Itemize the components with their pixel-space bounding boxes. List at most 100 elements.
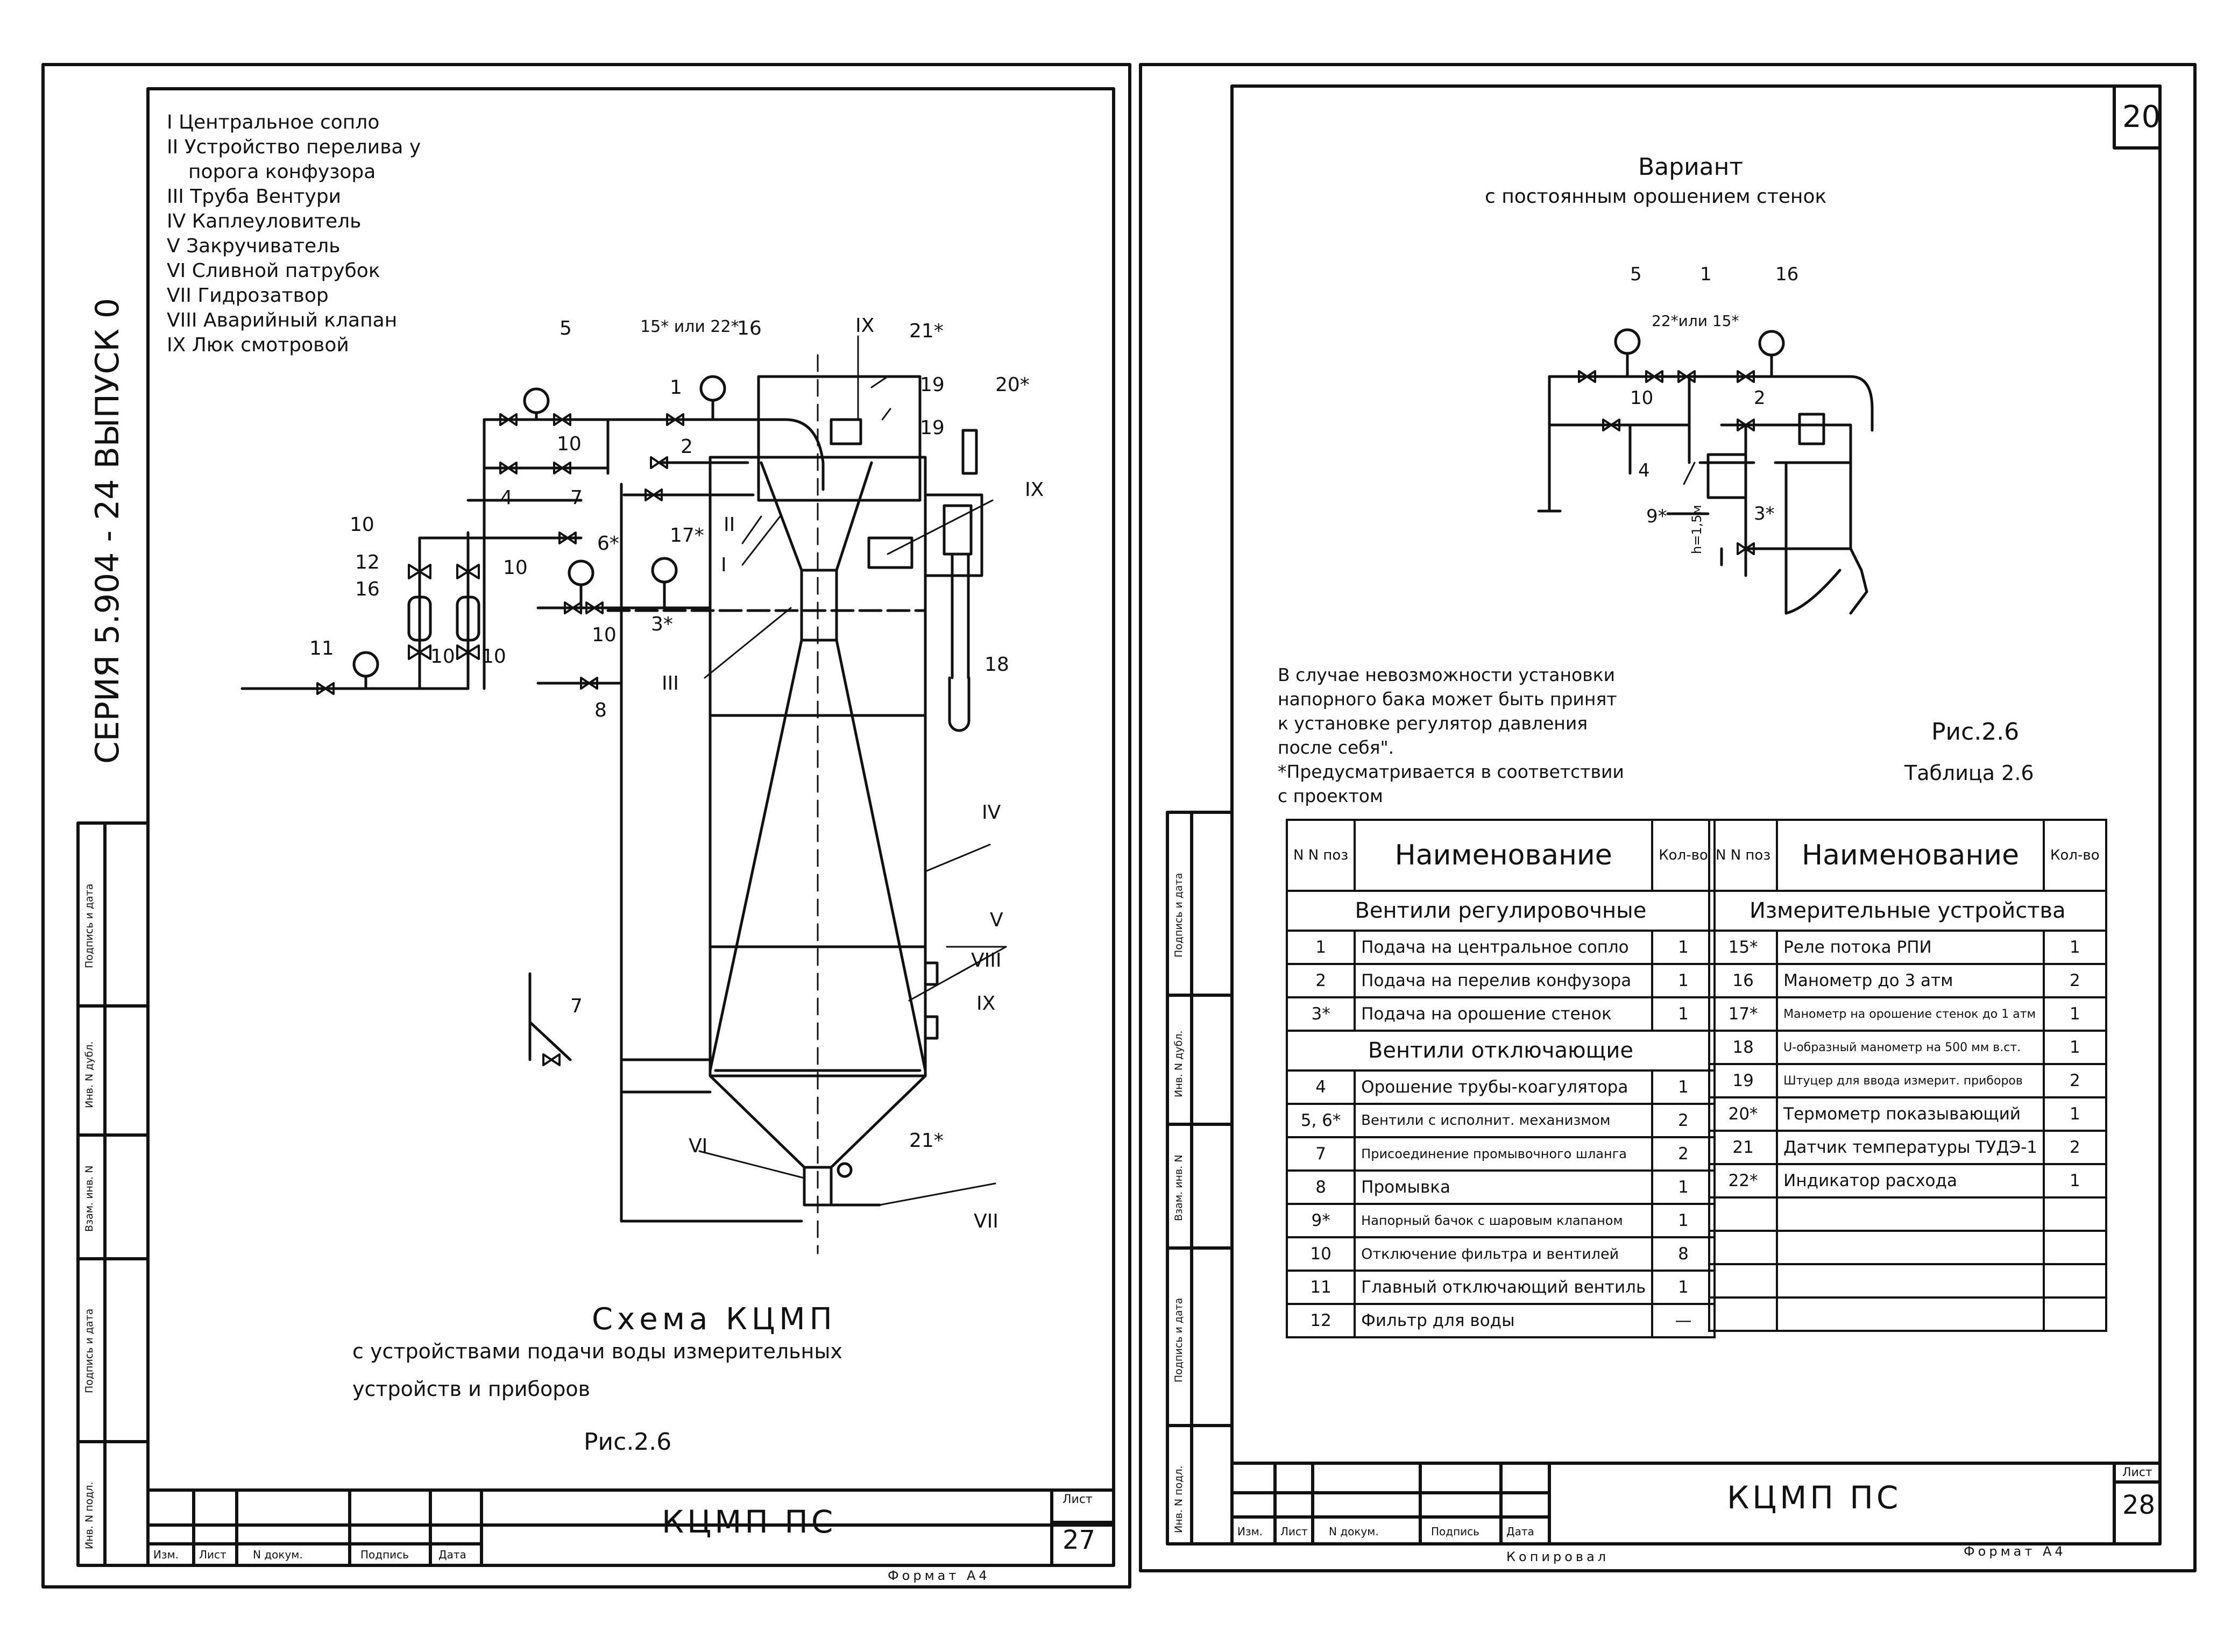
callout: 10 [503, 557, 528, 579]
variant-schematic [1537, 328, 1874, 615]
note-line: напорного бака может быть принят [1278, 689, 1617, 710]
callout: 16 [355, 578, 380, 600]
callout: IV [982, 802, 1001, 824]
col-pos-header: N N поз [1285, 819, 1356, 892]
stamp-col: Изм. [1237, 1525, 1263, 1538]
stamp-col: Подпись [360, 1548, 409, 1561]
callout: I [721, 554, 727, 576]
stamp-col: Дата [438, 1548, 466, 1561]
callout: 15* или 22* [640, 317, 739, 336]
callout: 1 [1700, 264, 1712, 285]
legend-item: I Центральное сопло [167, 111, 380, 133]
table-row [1708, 1230, 2107, 1265]
side-stamp-cell: Подпись и дата [83, 883, 95, 968]
legend-item: III Труба Вентури [167, 186, 342, 208]
table-row [1708, 1196, 2107, 1232]
col-name-header: Наименование [1776, 819, 2045, 892]
note-line: с проектом [1278, 785, 1383, 806]
stamp-title: КЦМП ПС [1727, 1479, 1902, 1516]
stamp-col: N докум. [1329, 1525, 1379, 1538]
callout: II [724, 514, 735, 536]
side-stamp-cell: Инв. N дубл. [1173, 1030, 1185, 1097]
col-qty-header: Кол-во [1651, 819, 1716, 892]
callout: 21* [909, 1130, 944, 1152]
group-title: Измерительные устройства [1708, 890, 2107, 932]
variant-title: Вариант [1638, 153, 1744, 181]
group-title: Вентили отключающие [1286, 1030, 1716, 1072]
callout: 4 [500, 487, 513, 509]
callout: 10 [350, 514, 374, 536]
callout: 19 [920, 374, 945, 396]
legend-item: VII Гидрозатвор [167, 285, 329, 307]
caption-line-2: устройств и приборов [352, 1377, 590, 1401]
caption-title: Схема КЦМП [592, 1302, 837, 1337]
legend-item: VIII Аварийный клапан [167, 309, 398, 331]
table-row [1708, 1296, 2107, 1332]
callout: 10 [481, 646, 506, 668]
side-stamp-cell: Инв. N подл. [1173, 1465, 1185, 1533]
stamp-col: Лист [1280, 1525, 1308, 1538]
col-pos-header: N N поз [1708, 819, 1779, 892]
legend-item: VI Сливной патрубок [167, 260, 380, 282]
side-stamp-cell: Подпись и дата [83, 1308, 95, 1393]
callout: 19 [920, 417, 945, 439]
scrubber-schematic [240, 335, 1007, 1254]
caption-line-1: с устройствами подачи воды измерительных [352, 1339, 842, 1363]
table-row [1708, 1263, 2107, 1299]
callout: V [990, 909, 1003, 931]
callout: 1 [670, 377, 682, 399]
callout: 22*или 15* [1652, 312, 1739, 330]
side-stamp-cell: Взам. инв. N [83, 1165, 95, 1232]
callout: 11 [309, 637, 334, 660]
spec-table-instruments: N N поз Наименование Кол-во Измерительны… [1708, 819, 2107, 1332]
callout: 2 [681, 436, 693, 458]
stamp-col: N докум. [253, 1548, 303, 1561]
callout: 7 [570, 487, 583, 509]
legend-item: IV Каплеуловитель [167, 210, 362, 232]
col-qty-header: Кол-во [2043, 819, 2107, 892]
callout: IX [1025, 479, 1044, 501]
figure-label: Рис.2.6 [584, 1428, 672, 1456]
callout: 5 [559, 317, 572, 339]
format-label: Формат А4 [888, 1568, 990, 1583]
note-line: после себя". [1278, 737, 1394, 758]
copied-label: Копировал [1506, 1549, 1610, 1564]
table-label: Таблица 2.6 [1904, 761, 2034, 785]
side-stamp-cell: Подпись и дата [1173, 1298, 1185, 1382]
callout: 5 [1630, 264, 1642, 285]
callout: 16 [1775, 264, 1799, 285]
callout: 17* [670, 524, 704, 547]
note-line: В случае невозможности установки [1278, 664, 1616, 685]
stamp-title: КЦМП ПС [662, 1504, 837, 1540]
sheet-label: Лист [2122, 1466, 2152, 1479]
side-stamp-cell: Инв. N подл. [83, 1481, 95, 1549]
callout: VI [689, 1135, 708, 1157]
stamp-col: Подпись [1431, 1525, 1479, 1538]
callout: 2 [1754, 387, 1766, 409]
legend-item: IX Люк смотровой [167, 334, 349, 356]
right-sheet-frame [1139, 63, 2197, 1572]
page-number: 20 [2122, 100, 2161, 134]
callout: 7 [570, 995, 583, 1017]
callout: 3* [1754, 503, 1775, 524]
col-name-header: Наименование [1354, 819, 1654, 892]
callout: 4 [1638, 460, 1650, 481]
callout: VII [974, 1210, 998, 1232]
legend-item: V Закручиватель [167, 235, 341, 257]
callout: 12 [355, 551, 380, 573]
